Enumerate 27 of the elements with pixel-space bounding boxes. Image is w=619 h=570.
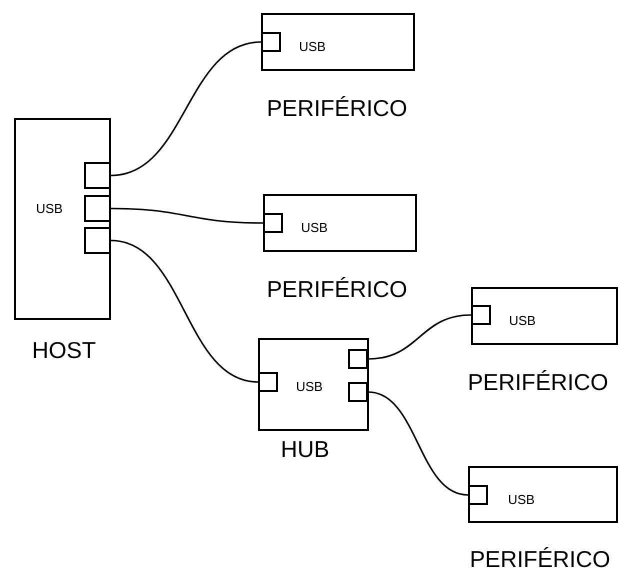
- port-square: [84, 162, 111, 189]
- port-square: [84, 227, 111, 254]
- port-label: USB: [508, 493, 535, 506]
- cable-line: [368, 391, 468, 496]
- port-label: USB: [301, 221, 328, 234]
- port-label: USB: [36, 202, 63, 215]
- cable-line: [110, 41, 262, 176]
- cable-line: [110, 240, 258, 383]
- port-square: [84, 195, 111, 222]
- cable-line: [110, 208, 264, 224]
- port-label: USB: [299, 40, 326, 53]
- cable-line: [368, 314, 472, 360]
- device-label: PERIFÉRICO: [468, 371, 608, 394]
- device-label: HOST: [32, 339, 96, 362]
- port-square: [471, 305, 491, 325]
- device-label: PERIFÉRICO: [470, 548, 610, 570]
- port-square: [348, 382, 368, 402]
- port-square: [468, 485, 488, 505]
- device-label: PERIFÉRICO: [266, 97, 408, 120]
- port-label: USB: [509, 314, 536, 327]
- device-label: HUB: [280, 438, 330, 461]
- port-square: [261, 32, 281, 52]
- port-square: [258, 372, 278, 392]
- port-square: [348, 349, 368, 369]
- device-label: PERIFÉRICO: [266, 278, 408, 301]
- port-square: [263, 213, 283, 233]
- port-label: USB: [296, 380, 323, 393]
